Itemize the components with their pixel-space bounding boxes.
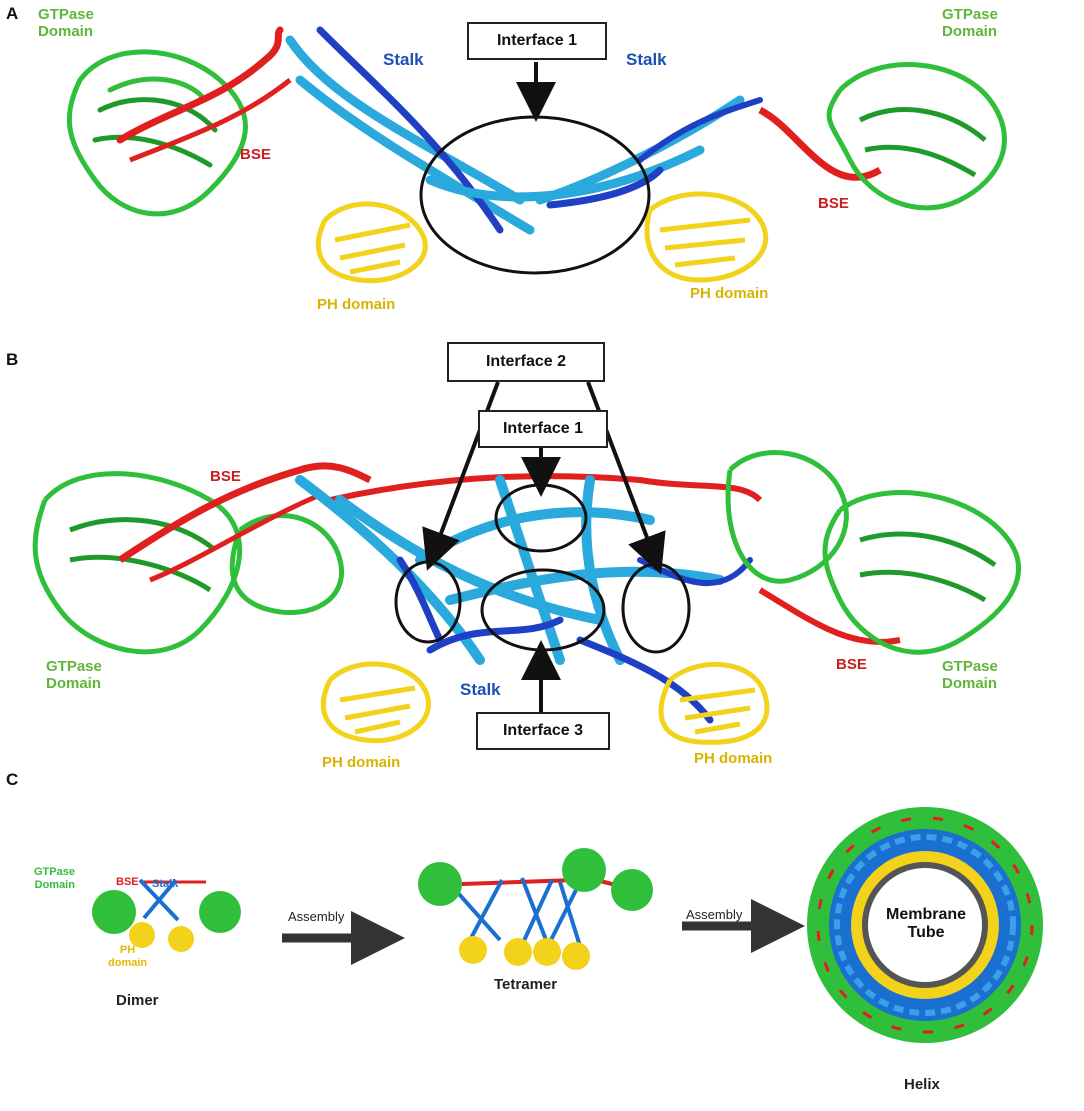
ph-label-right-b: PH domain bbox=[694, 750, 773, 767]
interface2-box-b: Interface 2 bbox=[447, 342, 605, 382]
gtpase-label-left-b: GTPase Domain bbox=[46, 658, 102, 693]
stalk-label-c: Stalk bbox=[152, 878, 179, 890]
panel-label-a: A bbox=[6, 4, 19, 23]
bse-label-c: BSE bbox=[116, 876, 139, 888]
ph-domain-left-a bbox=[315, 201, 428, 284]
gtpase-label-right-a: GTPase Domain bbox=[942, 6, 998, 41]
bse-left-a bbox=[116, 26, 284, 144]
interface2-arrow-right bbox=[586, 381, 666, 575]
bse-label-left-b: BSE bbox=[210, 468, 241, 485]
gtpase-label-left-a: GTPase Domain bbox=[38, 6, 94, 41]
ph-domain-left-b bbox=[320, 661, 431, 744]
interface1-box-b: Interface 1 bbox=[478, 410, 608, 448]
bse-left-b bbox=[118, 462, 372, 563]
stalk-label-b: Stalk bbox=[460, 680, 501, 699]
assembly-label-2: Assembly bbox=[686, 907, 743, 922]
interface1-box-a: Interface 1 bbox=[467, 22, 607, 60]
gtpase-domain-left-a bbox=[66, 49, 248, 217]
stalk-b bbox=[295, 475, 753, 724]
assembly-label-1: Assembly bbox=[288, 909, 345, 924]
ph-label-left-b: PH domain bbox=[322, 754, 401, 771]
tetramer-label: Tetramer bbox=[494, 976, 558, 993]
gtpase-domain-left-b bbox=[32, 471, 344, 655]
bse-upper-b bbox=[329, 473, 763, 503]
bse-label-right-b: BSE bbox=[836, 656, 867, 673]
stalk-a bbox=[285, 26, 763, 235]
panel-label-b: B bbox=[6, 350, 19, 369]
stalk-label-right-a: Stalk bbox=[626, 50, 667, 69]
gtpase-domain-right-b bbox=[725, 450, 1021, 655]
helix-label: Helix bbox=[904, 1076, 940, 1093]
gtpase-domain-right-a bbox=[826, 62, 1007, 211]
bse-label-left-a: BSE bbox=[240, 146, 271, 163]
tetramer-diagram bbox=[418, 848, 653, 970]
ph-label-left-a: PH domain bbox=[317, 296, 396, 313]
ph-domain-right-b bbox=[658, 661, 770, 745]
panel-a-structure bbox=[66, 26, 1007, 284]
bse-label-right-a: BSE bbox=[818, 195, 849, 212]
membrane-tube-label: Membrane Tube bbox=[885, 906, 967, 942]
ph-label-right-a: PH domain bbox=[690, 285, 769, 302]
ph-label-c: PH domain bbox=[108, 944, 148, 969]
interface3-box-b: Interface 3 bbox=[476, 712, 610, 750]
ph-domain-right-a bbox=[644, 191, 769, 283]
dimer-diagram bbox=[92, 878, 241, 952]
stalk-label-left-a: Stalk bbox=[383, 50, 424, 69]
helix-diagram bbox=[807, 807, 1043, 1043]
dimer-label: Dimer bbox=[116, 992, 159, 1009]
gtpase-label-right-b: GTPase Domain bbox=[942, 658, 998, 693]
gtpase-label-c: GTPase Domain bbox=[34, 866, 75, 891]
panel-label-c: C bbox=[6, 770, 19, 789]
bse-right-b bbox=[758, 587, 901, 645]
